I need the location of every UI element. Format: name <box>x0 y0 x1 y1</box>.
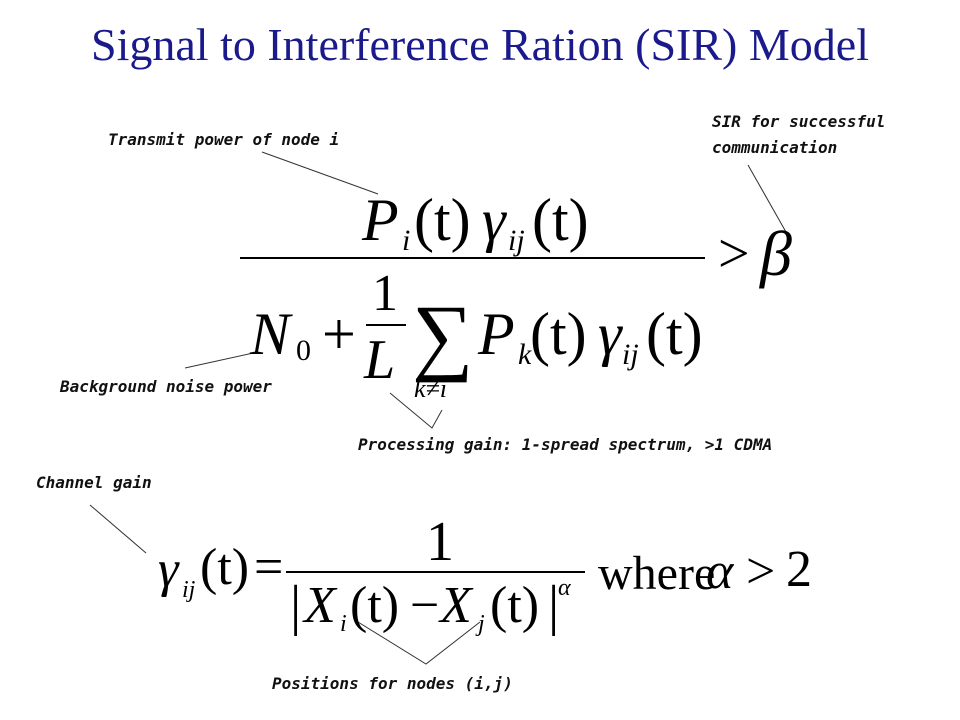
den-t1: (t) <box>530 301 587 367</box>
den-gamma: γ <box>598 301 622 367</box>
sir-threshold-label-line1: SIR for successful <box>712 112 886 131</box>
beta-symbol: β <box>760 218 792 289</box>
eq2-bar-left: | <box>290 575 302 637</box>
slide-title: Signal to Interference Ration (SIR) Mode… <box>91 19 869 70</box>
eq2-alpha-exp: α <box>558 575 571 601</box>
processing-gain-connector <box>389 392 443 429</box>
channel-gain-connector <box>89 504 147 554</box>
num-gamma: γ <box>482 187 506 253</box>
den-N-sub: 0 <box>296 334 311 367</box>
num-P-sub: i <box>402 224 411 257</box>
eq2-num-one: 1 <box>426 511 454 573</box>
processing-gain-label: Processing gain: 1-spread spectrum, >1 C… <box>358 435 773 454</box>
eq2-where: where <box>598 547 716 600</box>
eq2-greater-than: > <box>746 543 776 600</box>
eq2-t1: (t) <box>350 577 400 634</box>
eq2-gamma: γ <box>158 541 179 598</box>
eq2-X1: X <box>304 577 336 634</box>
eq2-alpha: α <box>706 543 734 600</box>
channel-gain-label: Channel gain <box>36 473 152 492</box>
eq2-X2: X <box>440 577 472 634</box>
num-P: P <box>362 187 399 253</box>
num-t1: (t) <box>414 187 471 253</box>
den-gamma-sub: ij <box>622 338 639 371</box>
den-sum-sub: k≠i <box>414 374 448 403</box>
positions-connector <box>357 621 481 665</box>
eq2-t2: (t) <box>490 577 540 634</box>
den-t2: (t) <box>646 301 703 367</box>
eq2-t: (t) <box>200 539 250 596</box>
background-noise-connector <box>184 351 259 369</box>
eq2-gamma-sub: ij <box>182 577 196 603</box>
den-P: P <box>478 301 515 367</box>
den-plus: + <box>322 301 356 367</box>
positions-label: Positions for nodes (i,j) <box>272 674 513 693</box>
eq2-minus: − <box>410 577 440 634</box>
sir-threshold-label-line2: communication <box>712 138 838 157</box>
den-P-sub: k <box>518 338 532 371</box>
den-L: L <box>364 329 396 391</box>
den-one: 1 <box>372 265 398 322</box>
transmit-power-label: Transmit power of node i <box>108 130 340 149</box>
den-sum: ∑ <box>412 287 474 383</box>
num-t2: (t) <box>532 187 589 253</box>
eq2-X1-sub: i <box>340 611 347 637</box>
eq2-X2-sub: j <box>478 611 485 637</box>
eq2-two: 2 <box>786 541 812 598</box>
num-gamma-sub: ij <box>508 224 525 257</box>
background-noise-label: Background noise power <box>60 377 272 396</box>
eq2-equals: = <box>254 539 284 596</box>
small-fraction-bar <box>366 324 406 326</box>
greater-than-1: > <box>718 223 750 285</box>
transmit-power-connector <box>261 151 379 195</box>
eq2-bar-right: | <box>548 575 560 637</box>
sir-threshold-connector <box>747 164 787 233</box>
den-N: N <box>250 301 291 367</box>
